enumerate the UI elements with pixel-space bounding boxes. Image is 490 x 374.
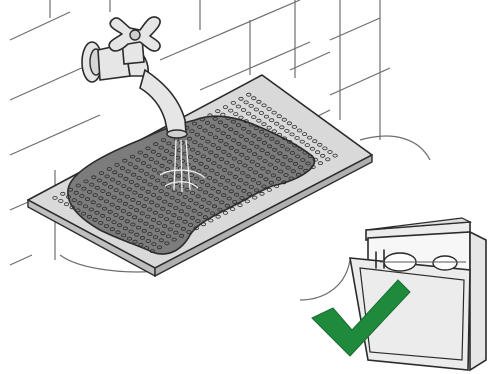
perforated-mat-icon [28,75,372,276]
dishwasher-icon [350,218,486,370]
faucet-icon [82,17,187,138]
